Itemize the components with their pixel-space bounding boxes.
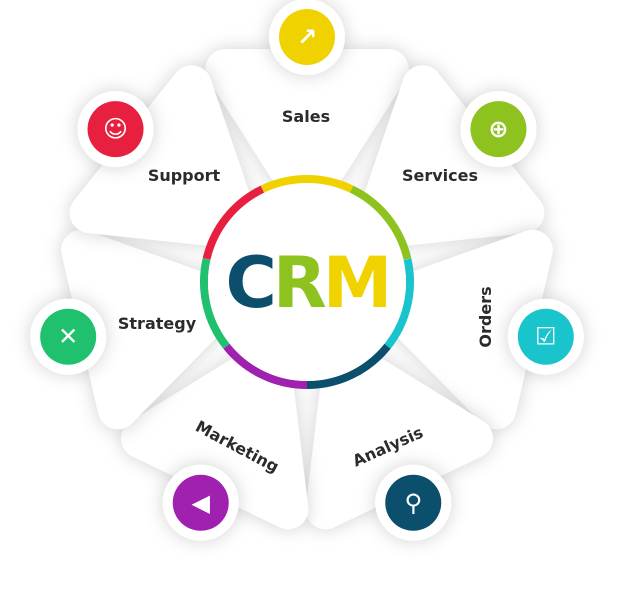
segment-label-orders: Orders xyxy=(476,286,495,347)
headset-agent-icon: ☺ xyxy=(87,101,144,158)
ring-segment-support xyxy=(202,185,265,260)
svg-text:⚲: ⚲ xyxy=(404,489,422,517)
crm-letter-c: C xyxy=(226,242,273,324)
svg-text:☑: ☑ xyxy=(535,323,557,351)
clipboard-chart-icon: ☑ xyxy=(517,308,574,365)
ring-segment-services xyxy=(349,185,412,260)
svg-text:◀: ◀ xyxy=(192,489,211,517)
svg-text:✕: ✕ xyxy=(58,323,78,351)
crm-letter-r: R xyxy=(273,242,326,324)
ring-segment-strategy xyxy=(200,258,230,349)
segment-label-services: Services xyxy=(402,166,478,185)
svg-text:⊕: ⊕ xyxy=(488,115,508,143)
segment-label-sales: Sales xyxy=(282,107,330,126)
ring-segment-analysis xyxy=(306,343,391,389)
megaphone-icon: ◀ xyxy=(172,474,229,531)
strategy-play-icon: ✕ xyxy=(40,308,97,365)
ring-segment-sales xyxy=(260,175,354,193)
chart-magnifier-icon: ⚲ xyxy=(385,474,442,531)
segment-label-strategy: Strategy xyxy=(118,314,197,333)
ring-segment-orders xyxy=(384,258,414,349)
globe-hand-icon: ⊕ xyxy=(470,101,527,158)
ring-segment-marketing xyxy=(223,343,308,389)
segment-label-support: Support xyxy=(148,166,221,185)
svg-text:☺: ☺ xyxy=(103,115,128,143)
center-circle xyxy=(208,183,406,381)
chart-growth-icon: ↗ xyxy=(279,9,335,65)
svg-text:↗: ↗ xyxy=(297,23,317,51)
crm-logo: CRM xyxy=(226,242,389,324)
crm-letter-m: M xyxy=(323,242,389,324)
